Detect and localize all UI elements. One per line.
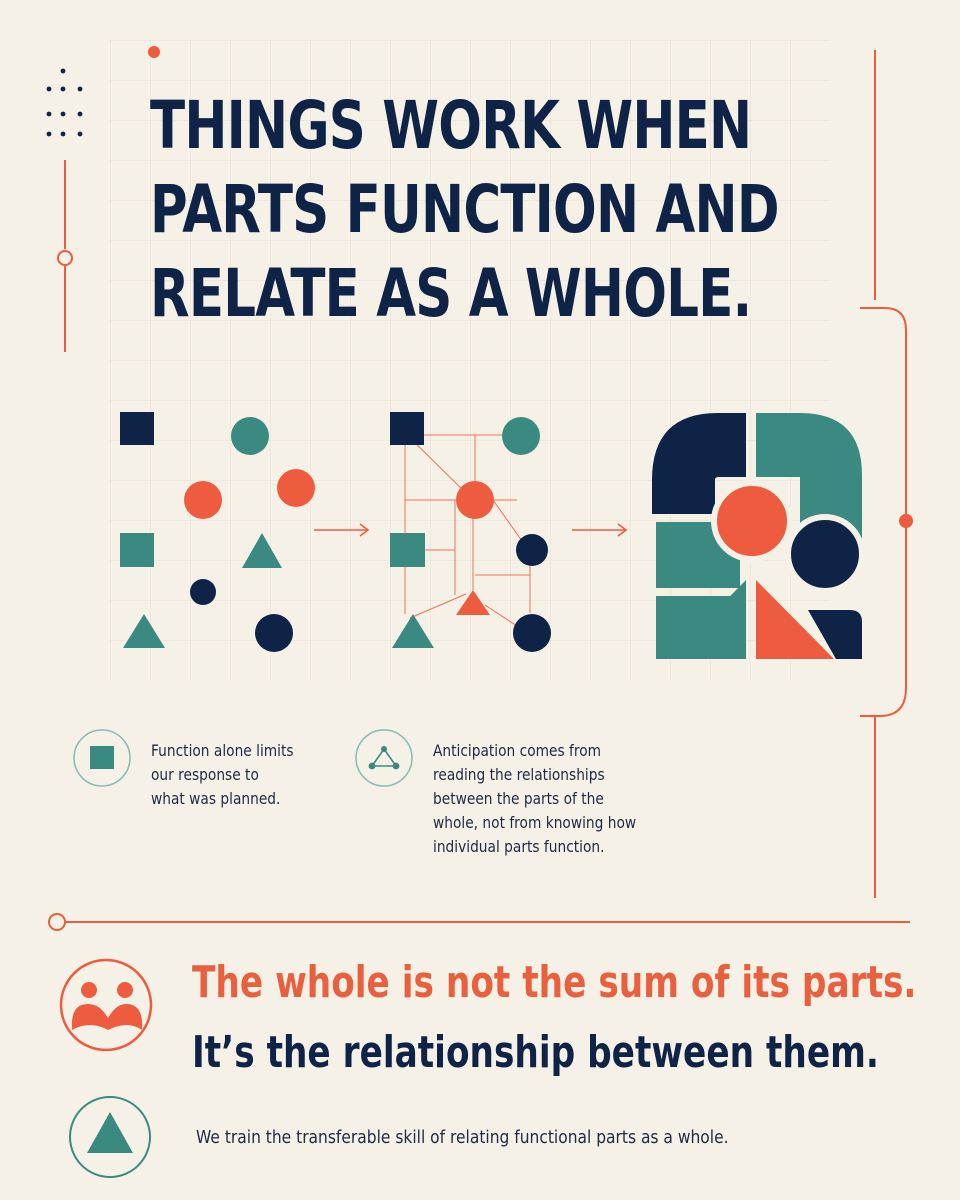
section-divider [48, 913, 910, 931]
headline-primary: The whole is not the sum of its parts. [192, 957, 917, 1008]
caption-line: Anticipation comes from [433, 741, 602, 760]
tagline: We train the transferable skill of relat… [196, 1127, 729, 1148]
teal-triangle [242, 533, 282, 568]
teal-circle [231, 417, 269, 455]
navy-circle [190, 579, 216, 605]
network-icon [355, 729, 413, 787]
arrow-right-icon [572, 523, 628, 537]
caption-line: Function alone limits [151, 741, 294, 760]
caption-line: whole, not from knowing how [433, 813, 637, 832]
caption-line: our response to [151, 765, 259, 784]
page-title: THINGS WORK WHEN PARTS FUNCTION AND RELA… [150, 84, 780, 336]
connected-parts [390, 412, 551, 652]
teal-square [120, 533, 154, 567]
arrow-right-icon [314, 523, 370, 537]
anticipation-caption: Anticipation comes from reading the rela… [433, 739, 636, 859]
accent-dot [148, 46, 160, 58]
coral-circle [277, 469, 315, 507]
teal-square [390, 533, 425, 567]
left-connector [57, 160, 73, 352]
caption-line: what was planned. [151, 789, 281, 808]
scattered-parts [120, 412, 315, 652]
caption-line: between the parts of the [433, 789, 604, 808]
title-line-3: RELATE AS A WHOLE. [150, 255, 752, 332]
teal-triangle [392, 614, 434, 648]
coral-circle [456, 481, 494, 519]
function-caption: Function alone limits our response to wh… [151, 739, 294, 811]
people-icon [59, 958, 153, 1052]
right-bracket [860, 50, 913, 898]
navy-square [120, 412, 154, 445]
title-line-2: PARTS FUNCTION AND [150, 171, 780, 248]
navy-square [390, 412, 424, 445]
teal-circle [502, 417, 540, 455]
navy-circle [255, 614, 293, 652]
navy-circle [513, 614, 551, 652]
caption-line: individual parts function. [433, 837, 605, 856]
coral-triangle [456, 590, 490, 615]
assembled-whole [652, 413, 865, 659]
coral-circle [184, 481, 222, 519]
headline-secondary: It’s the relationship between them. [192, 1027, 879, 1078]
title-line-1: THINGS WORK WHEN [150, 87, 752, 164]
caption-line: reading the relationships [433, 765, 605, 784]
square-icon [73, 729, 131, 787]
dot-grid [46, 68, 83, 137]
navy-circle [516, 534, 548, 566]
teal-triangle [123, 614, 165, 648]
triangle-icon [69, 1096, 151, 1178]
